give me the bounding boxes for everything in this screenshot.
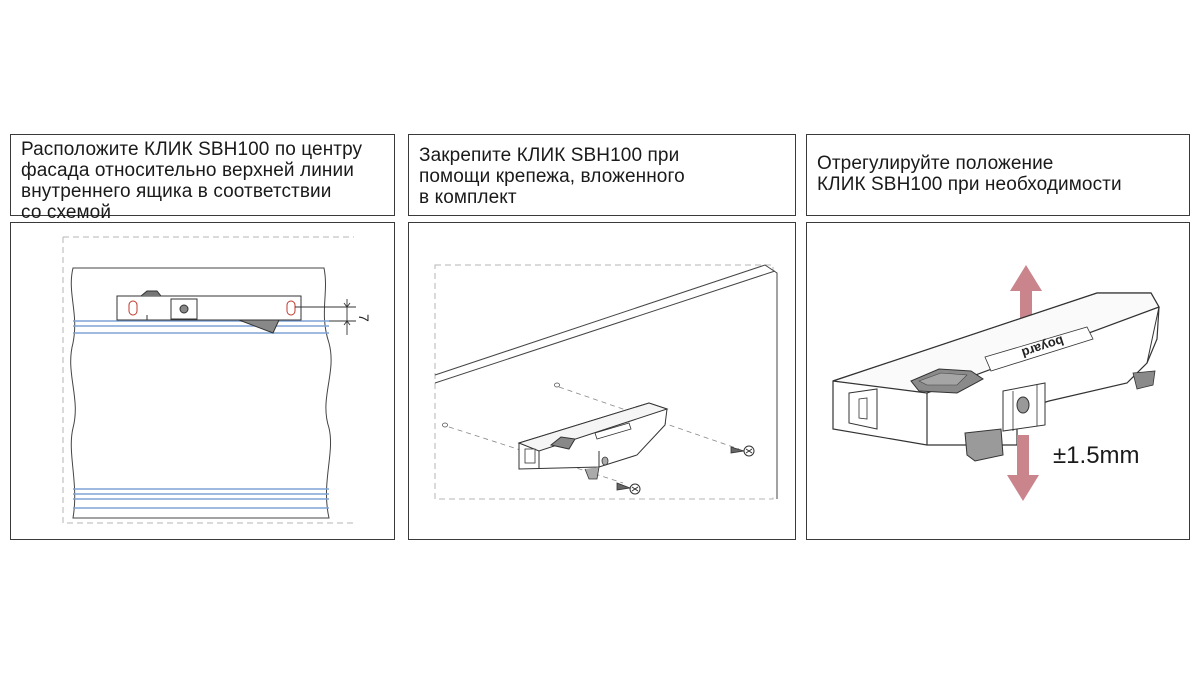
step-1-line-3: внутреннего ящика в соответствии [21,181,332,202]
tolerance-label: ±1.5mm [1053,442,1140,469]
step-3-line-2: КЛИК SBH100 при необходимости [817,174,1122,195]
pilot-hole-right [554,382,560,388]
step-2-line-1: Закрепите КЛИК SBH100 при [419,145,680,166]
step-1-line-2: фасада относительно верхней линии [21,160,354,181]
adjustment-drawing: boyard ±1.5mm [832,265,1160,501]
dimension-label: 7 [356,314,372,322]
logo-plate [984,326,1094,372]
step-3-diagram: boyard ±1.5mm [806,222,1190,540]
mounting-drawing [434,264,778,500]
step-2-line-2: помощи крепежа, вложенного [419,166,685,187]
facade-outline [62,236,354,524]
arrow-up-icon [1010,265,1042,331]
latch-unit [517,402,669,480]
pilot-hole-left [442,422,448,428]
step-2-caption: Закрепите КЛИК SBH100 при помощи крепежа… [408,134,796,216]
latch-unit: boyard [832,292,1160,462]
step-1-line-4: со схемой [21,202,112,223]
dimension-7: 7 [295,299,372,335]
screw-bottom [616,482,641,495]
step-1-diagram: 7 [10,222,395,540]
placement-drawing: 7 [62,236,372,524]
step-2-line-3: в комплект [419,187,517,208]
step-3-line-1: Отрегулируйте положение [817,153,1054,174]
screw-right [730,445,755,457]
arrow-down-icon [1007,435,1039,501]
step-1-caption: Расположите КЛИК SBH100 по центру фасада… [10,134,395,223]
step-1-line-1: Расположите КЛИК SBH100 по центру [21,139,363,160]
latch-top-view [116,290,302,334]
step-2-diagram [408,222,796,540]
step-3-caption: Отрегулируйте положение КЛИК SBH100 при … [806,134,1190,216]
